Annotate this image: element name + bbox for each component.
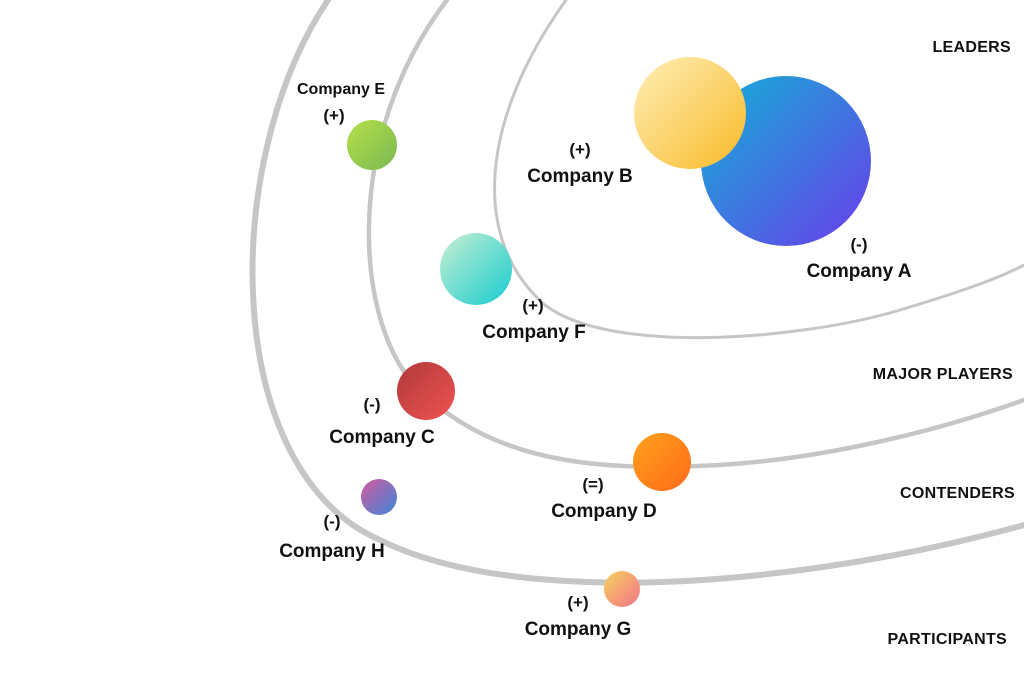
company-b-movement: (+) [569,140,590,159]
company-d-bubble[interactable] [633,433,691,491]
company-g-movement: (+) [567,593,588,612]
tier-label-participants: PARTICIPANTS [888,631,1007,648]
company-d-movement: (=) [582,475,603,494]
company-e-label: Company E [297,81,385,98]
company-d-label: Company D [551,501,657,522]
company-a-label: Company A [807,261,912,282]
company-b-bubble[interactable] [634,57,746,169]
tier-label-leaders: LEADERS [932,39,1011,56]
company-c-movement: (-) [364,395,381,414]
company-h-movement: (-) [324,512,341,531]
company-g-label: Company G [525,619,632,640]
company-f-bubble[interactable] [440,233,512,305]
tier-label-major-players: MAJOR PLAYERS [873,366,1013,383]
orbit-contenders [366,0,1024,470]
company-b-label: Company B [527,166,633,187]
company-c-label: Company C [329,427,435,448]
company-e-movement: (+) [323,106,344,125]
company-g-bubble[interactable] [604,571,640,607]
company-f-movement: (+) [522,296,543,315]
orbit-participants [249,0,1024,586]
company-c-bubble[interactable] [397,362,455,420]
company-h-bubble[interactable] [361,479,397,515]
tier-label-contenders: CONTENDERS [900,485,1015,502]
company-f-label: Company F [482,322,585,343]
company-e-bubble[interactable] [347,120,397,170]
company-h-label: Company H [279,541,385,562]
orbit-major-players [493,0,1024,340]
company-a-movement: (-) [851,235,868,254]
